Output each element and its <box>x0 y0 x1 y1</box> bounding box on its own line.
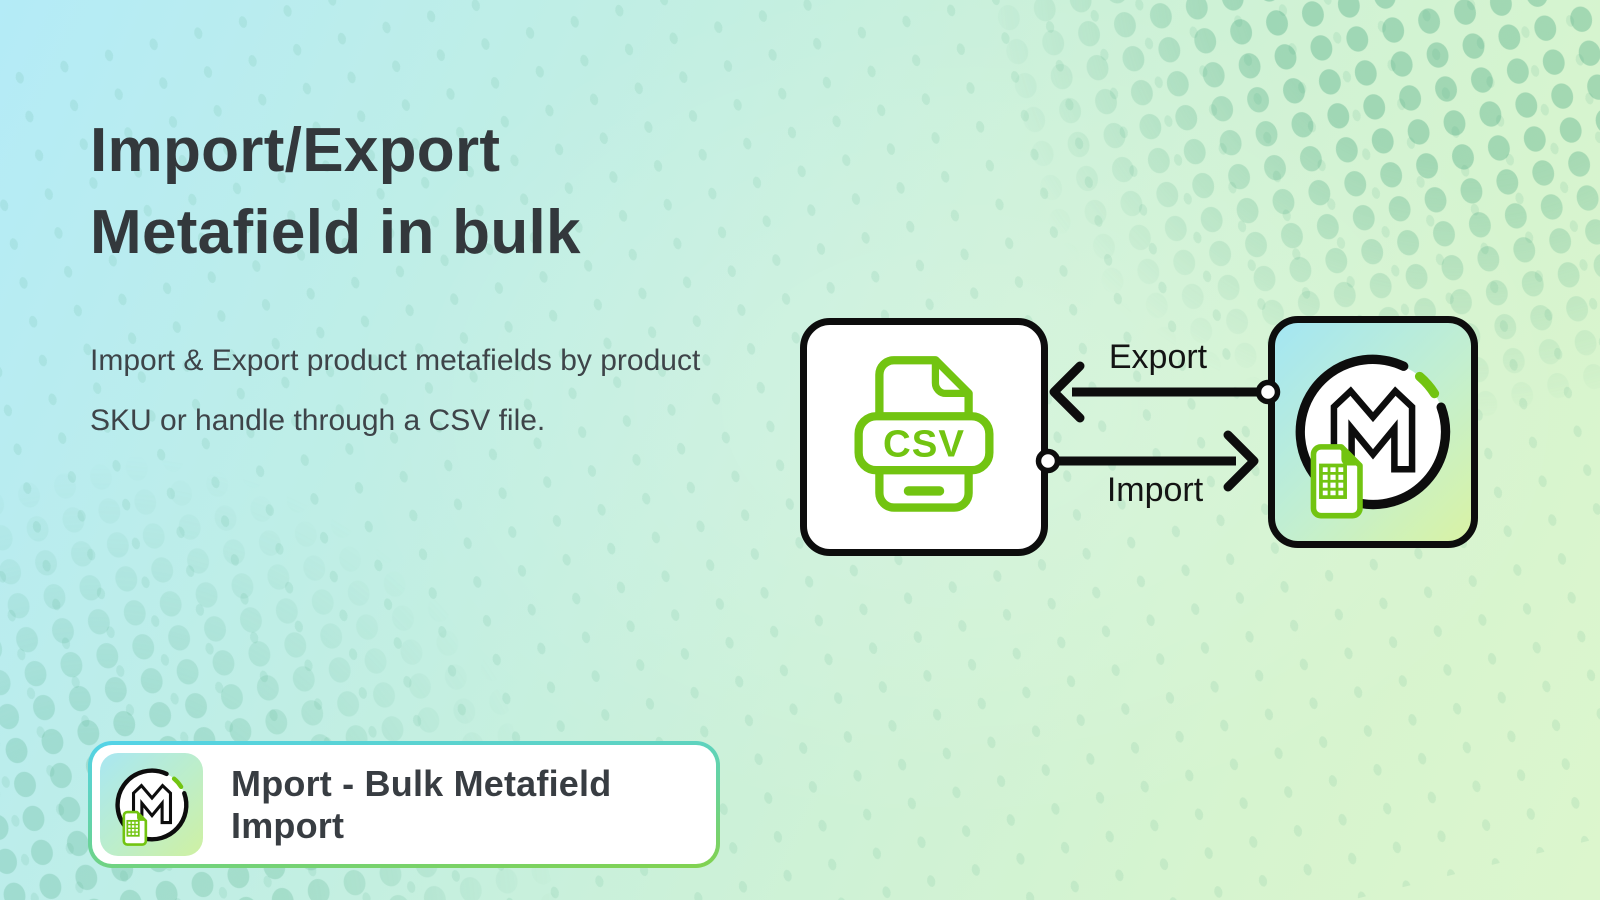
app-card[interactable]: Mport - Bulk Metafield Import <box>88 741 720 868</box>
page-title: Import/Export Metafield in bulk <box>90 110 790 275</box>
page-title-line1: Import/Export <box>90 116 501 185</box>
diagram-arrows <box>1035 361 1281 492</box>
diagram-app-node <box>1268 316 1478 548</box>
app-name: Mport - Bulk Metafield Import <box>231 762 612 846</box>
csv-file-icon: CSV <box>854 356 994 512</box>
page-description-line1: Import & Export product metafields by pr… <box>90 343 701 377</box>
page-description: Import & Export product metafields by pr… <box>90 331 790 451</box>
import-port-dot <box>1035 448 1061 474</box>
app-icon-tile <box>100 753 203 856</box>
hero-section: Import/Export Metafield in bulk Import &… <box>90 110 790 451</box>
app-card-inner: Mport - Bulk Metafield Import <box>92 745 716 864</box>
import-arrow <box>1035 430 1259 492</box>
export-arrow <box>1049 361 1281 423</box>
page-description-line2: SKU or handle through a CSV file. <box>90 403 546 437</box>
export-port-dot <box>1255 379 1281 405</box>
diagram-csv-node: CSV <box>800 318 1048 556</box>
page-title-line2: Metafield in bulk <box>90 198 581 268</box>
csv-file-label: CSV <box>883 423 965 466</box>
mport-logo-icon <box>108 761 196 849</box>
import-arrow-label: Import <box>1106 471 1204 509</box>
export-arrow-label: Export <box>1108 338 1208 376</box>
